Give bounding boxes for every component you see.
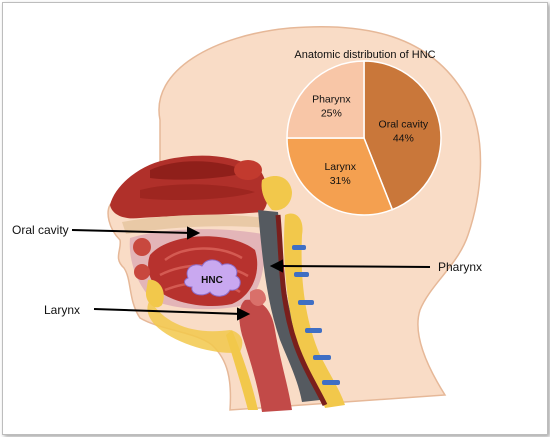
spine-column (284, 213, 345, 408)
tumor-label: HNC (201, 275, 223, 286)
lower-teeth (145, 279, 164, 308)
pie-label-oral-cavity: Oral cavity (379, 118, 429, 130)
tumor-cloud (184, 259, 241, 297)
pie-slice-oral-cavity (363, 60, 442, 211)
pie-title: Anatomic distribution of HNC (294, 49, 435, 61)
pharynx-label: Pharynx (438, 260, 482, 274)
hard-palate (122, 214, 268, 234)
sphenoid-sinus (234, 160, 262, 180)
oral-cavity-label: Oral cavity (12, 223, 69, 237)
pie-chart: Oral cavity 44% Larynx 31% Pharynx 25% (286, 60, 442, 216)
pie-label-pharynx: Pharynx (312, 93, 351, 105)
pointer-arrows (71, 226, 431, 321)
larynx-label: Larynx (44, 303, 80, 317)
spinal-cord (275, 214, 328, 407)
vertebral-discs (292, 245, 340, 385)
larynx-region (239, 299, 292, 412)
pie-pct-oral-cavity: 44% (393, 132, 414, 144)
epiglottis (250, 289, 266, 306)
pie-slice-larynx (286, 137, 394, 216)
upper-lip (133, 238, 151, 256)
skull-base-bone (261, 176, 292, 211)
lower-lip (134, 264, 150, 280)
nasal-turbinate (150, 161, 248, 180)
pie-label-larynx: Larynx (324, 161, 356, 173)
pie-pct-pharynx: 25% (321, 107, 342, 119)
nasal-turbinate-2 (140, 184, 255, 200)
thyroid-cartilage (226, 330, 258, 410)
pie-slice-pharynx (286, 60, 365, 139)
pie-pct-larynx: 31% (330, 175, 351, 187)
mandible (147, 300, 243, 353)
